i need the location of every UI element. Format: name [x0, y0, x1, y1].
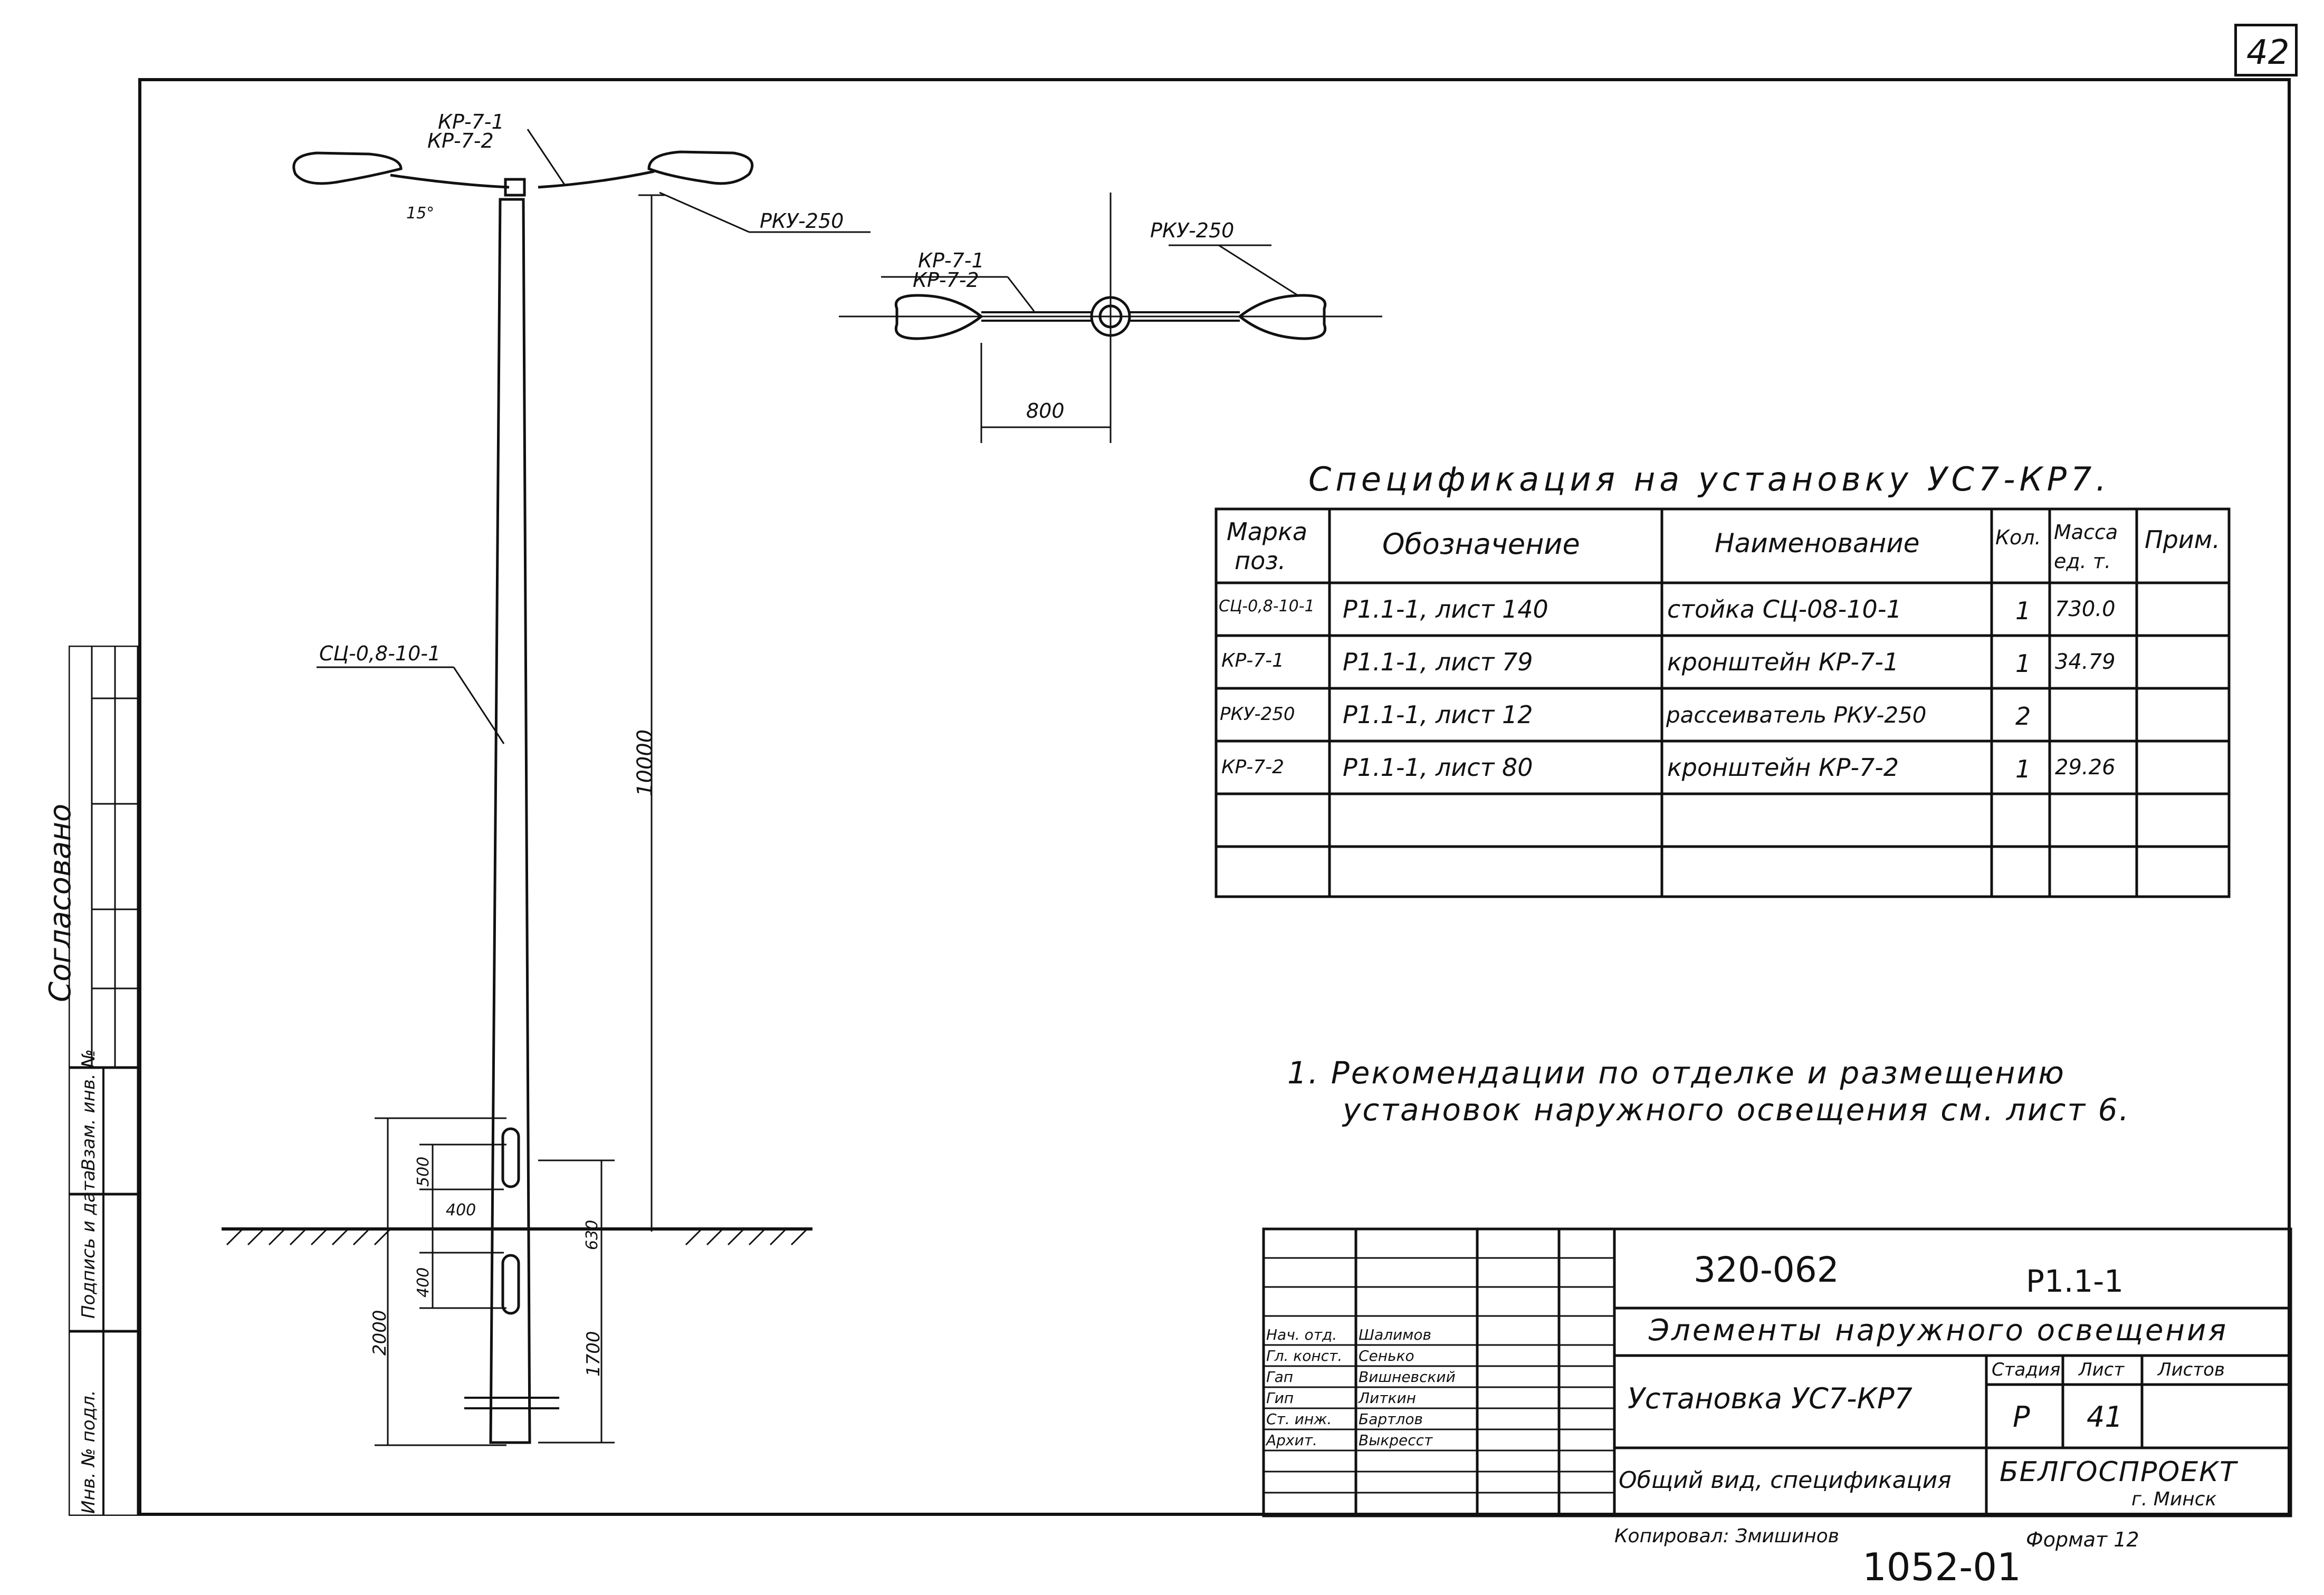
spec-row-3-mark: РКУ-250 [1220, 704, 1295, 725]
tb-name-2: Сенько [1359, 1347, 1414, 1365]
spec-row-2-name: кронштейн КР-7-1 [1667, 648, 1899, 676]
tb-org: БЕЛГОСПРОЕКТ [2000, 1456, 2237, 1488]
spec-row-1-name: стойка СЦ-08-10-1 [1667, 595, 1902, 623]
tb-sheet-subtitle: Общий вид, спецификация [1619, 1467, 1952, 1494]
bracket-arm-right [538, 170, 655, 189]
spec-row-4-designation: Р1.1-1, лист 80 [1343, 753, 1533, 782]
spec-title: Спецификация на установку УС7-КР7. [1308, 460, 2111, 498]
spec-header-designation: Обозначение [1382, 527, 1580, 561]
page-number-box [2234, 24, 2298, 76]
note-line-2: установок наружного освещения см. лист 6… [1343, 1092, 2130, 1128]
plan-label-lamp: РКУ-250 [1150, 219, 1235, 242]
copied-by: Копировал: Змишинов [1614, 1525, 1840, 1547]
label-angle: 15° [406, 204, 435, 223]
spec-header-note: Прим. [2145, 525, 2221, 554]
spec-row-4-mass: 29.26 [2055, 755, 2116, 780]
spec-row-1-mark: СЦ-0,8-10-1 [1219, 597, 1315, 616]
pole-slot-lower [501, 1254, 520, 1315]
spec-row-2-mark: КР-7-1 [1221, 650, 1285, 671]
plan-label-bracket-2: КР-7-2 [913, 268, 979, 292]
tb-sheet: 41 [2087, 1400, 2123, 1434]
tb-name-3: Вишневский [1359, 1368, 1456, 1386]
inventory-number: 1052-01 [1862, 1545, 2021, 1589]
tb-city: г. Минск [2131, 1488, 2217, 1510]
tb-role-6: Архит. [1266, 1431, 1317, 1449]
tb-name-6: Выкресст [1359, 1431, 1433, 1449]
ground-hatch [226, 1228, 808, 1246]
luminaire-left [292, 151, 403, 185]
tb-name-4: Литкин [1359, 1389, 1416, 1407]
spec-header-mark-1: Марка [1227, 517, 1308, 546]
tb-stage: Р [2013, 1400, 2030, 1434]
note-line-1: 1. Рекомендации по отделке и размещению [1287, 1055, 2065, 1091]
luminaire-right [647, 150, 754, 185]
bracket-arm-left [390, 174, 510, 189]
tb-role-4: Гип [1266, 1389, 1294, 1407]
tb-sheet-title: Установка УС7-КР7 [1628, 1382, 1912, 1415]
spec-header-mark-2: поз. [1235, 546, 1286, 575]
drawing-frame [138, 78, 2291, 1516]
tb-role-3: Гап [1266, 1368, 1294, 1386]
side-stamp-lines [69, 646, 138, 1516]
spec-row-2-designation: Р1.1-1, лист 79 [1343, 648, 1533, 676]
spec-row-2-mass: 34.79 [2055, 650, 2116, 674]
spec-header-qty: Кол. [1995, 526, 2041, 549]
label-lamp-side: РКУ-250 [760, 209, 844, 233]
spec-row-3-name: рассеиватель РКУ-250 [1666, 702, 1927, 728]
tb-sheets-label: Листов [2158, 1359, 2225, 1380]
tb-name-1: Шалимов [1359, 1326, 1431, 1343]
plan-label-dim: 800 [1026, 399, 1065, 422]
spec-row-4-mark: КР-7-2 [1221, 756, 1285, 778]
bracket-head [504, 178, 526, 197]
tb-doc-number: 320-062 [1694, 1250, 1839, 1290]
label-bracket-top-2: КР-7-2 [427, 129, 494, 152]
tb-series: Р1.1-1 [2026, 1263, 2124, 1299]
spec-header-name: Наименование [1715, 528, 1920, 559]
label-bracket-top-1: КР-7-1 [438, 110, 504, 133]
plan-label-bracket-1: КР-7-1 [918, 249, 984, 272]
tb-sheet-label: Лист [2079, 1359, 2125, 1380]
spec-header-mass-1: Масса [2054, 521, 2118, 544]
spec-row-1-mass: 730.0 [2055, 597, 2116, 621]
pole-slot-upper [501, 1127, 520, 1188]
tb-role-5: Ст. инж. [1266, 1410, 1332, 1428]
spec-header-mass-2: ед. т. [2054, 550, 2111, 573]
spec-row-1-qty: 1 [2015, 597, 2031, 625]
tb-role-1: Нач. отд. [1266, 1326, 1337, 1343]
spec-row-2-qty: 1 [2015, 649, 2031, 678]
spec-row-3-designation: Р1.1-1, лист 12 [1343, 700, 1533, 729]
tb-name-5: Бартлов [1359, 1410, 1423, 1428]
spec-row-4-name: кронштейн КР-7-2 [1667, 753, 1899, 782]
spec-row-1-designation: Р1.1-1, лист 140 [1343, 595, 1548, 623]
label-pole: СЦ-0,8-10-1 [319, 642, 441, 665]
tb-stage-label: Стадия [1992, 1359, 2061, 1380]
tb-role-2: Гл. конст. [1266, 1347, 1343, 1365]
spec-row-3-qty: 2 [2015, 702, 2031, 731]
spec-row-4-qty: 1 [2015, 755, 2031, 783]
page-number: 42 [2246, 33, 2290, 72]
pole [489, 198, 531, 1444]
label-dim-400a: 400 [446, 1201, 476, 1219]
tb-project-title: Элементы наружного освещения [1649, 1313, 2229, 1348]
side-stamp [69, 646, 138, 1516]
format-label: Формат 12 [2026, 1528, 2139, 1551]
